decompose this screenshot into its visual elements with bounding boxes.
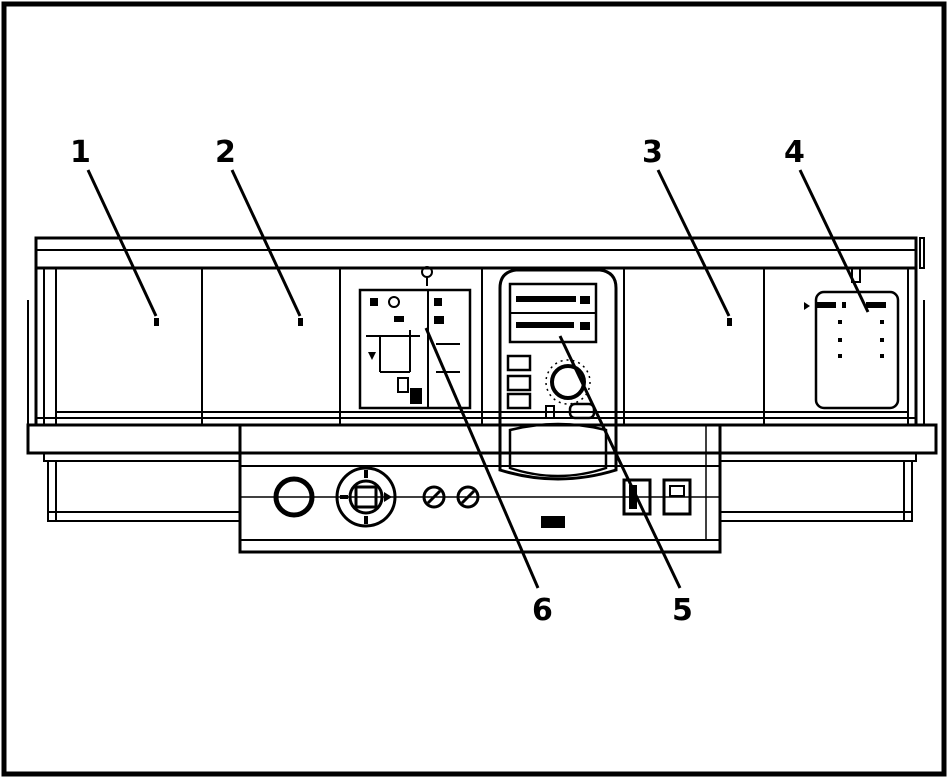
rocker-switch-icon[interactable] [622,478,692,516]
lcd-display-icon[interactable] [498,268,618,481]
round-switch-icon[interactable] [273,476,315,518]
control-panel-housing [26,236,938,522]
base-control-unit [238,423,722,554]
rotary-knob-icon[interactable] [335,466,397,528]
callout-2: 2 [215,135,236,170]
hydraulic-schematic-module [358,266,472,410]
fuse-icon[interactable] [422,485,480,509]
callout-5: 5 [672,593,693,628]
callout-1: 1 [70,135,91,170]
blank-module-markers [154,318,732,326]
callout-3: 3 [642,135,663,170]
callout-leader-lines [86,169,870,589]
callout-4: 4 [784,135,805,170]
callout-6: 6 [532,593,553,628]
service-plug-icon [541,516,565,528]
